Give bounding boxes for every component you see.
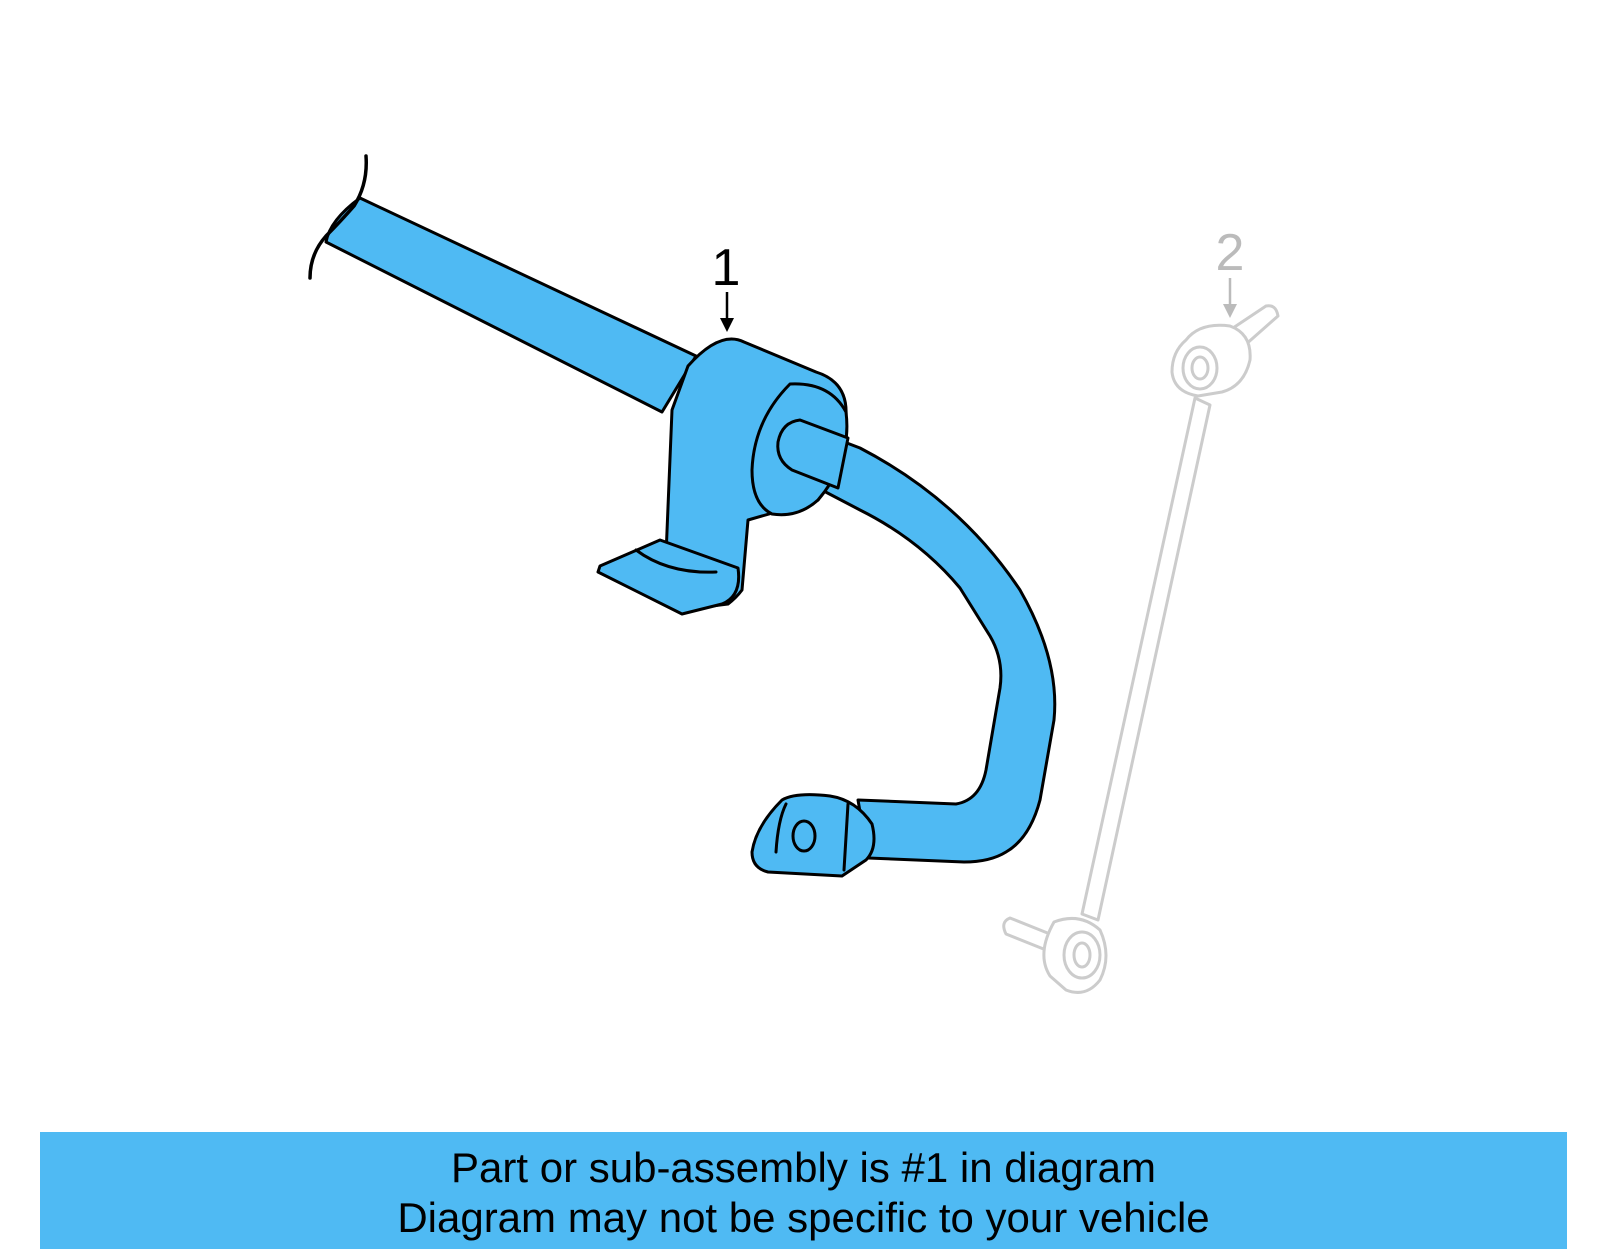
stabilizer-bar — [324, 196, 1057, 878]
callout-2-arrowhead — [1223, 304, 1237, 318]
link-rod — [1080, 396, 1212, 922]
bar-end-eye-face — [842, 802, 850, 872]
link-upper-joint-hole — [1190, 355, 1210, 381]
banner-line-1: Part or sub-assembly is #1 in diagram — [451, 1143, 1156, 1191]
callout-2: 2 — [1216, 224, 1245, 318]
link-lower-joint-hole — [1072, 941, 1092, 969]
bar-stub — [776, 418, 850, 490]
shaft-cut-end — [308, 154, 368, 280]
bar-end-eye — [750, 793, 876, 878]
link-lower-stud — [1002, 916, 1052, 952]
callout-2-label: 2 — [1216, 224, 1245, 282]
bar-shaft — [324, 196, 698, 414]
stabilizer-link — [1002, 304, 1280, 994]
bracket-foot — [596, 538, 741, 616]
disclaimer-banner: Part or sub-assembly is #1 in diagram Di… — [40, 1132, 1567, 1249]
bar-end-eye-edge — [774, 802, 788, 854]
bar-arm — [816, 430, 1057, 864]
callout-1-label: 1 — [712, 239, 741, 297]
bracket-foot-crease — [634, 548, 718, 574]
banner-line-2: Diagram may not be specific to your vehi… — [397, 1193, 1210, 1241]
callout-1-arrowhead — [720, 318, 734, 332]
callout-1: 1 — [712, 239, 741, 332]
bar-end-eye-hole — [791, 819, 817, 853]
